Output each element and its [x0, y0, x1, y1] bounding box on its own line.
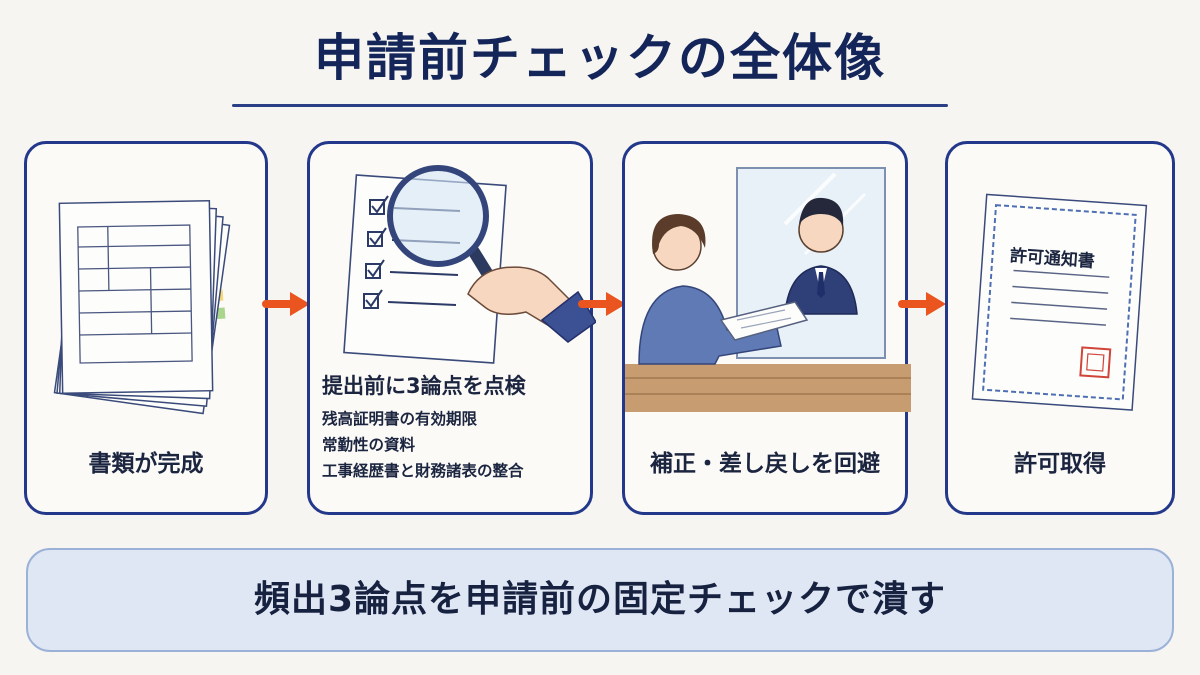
- step2-heading: 提出前に3論点を点検: [322, 370, 526, 400]
- arrow-right-icon: [898, 289, 948, 319]
- permit-certificate-icon: [948, 144, 1178, 424]
- check-item: 常勤性の資料: [322, 432, 524, 458]
- check-item: 工事経歴書と財務諸表の整合: [322, 458, 524, 484]
- step3-caption: 補正・差し戻しを回避: [625, 444, 905, 478]
- check-item: 残高証明書の有効期限: [322, 406, 524, 432]
- page-title: 申請前チェックの全体像: [0, 18, 1200, 90]
- step-card-avoid-correction: 補正・差し戻しを回避: [622, 141, 908, 515]
- step4-caption: 許可取得: [948, 444, 1172, 478]
- arrow-right-icon: [578, 289, 628, 319]
- step-card-documents-complete: 書類が完成: [24, 141, 268, 515]
- step-card-permit-obtained: 許可通知書 許可取得: [945, 141, 1175, 515]
- step-card-precheck: 提出前に3論点を点検 残高証明書の有効期限 常勤性の資料 工事経歴書と財務諸表の…: [307, 141, 593, 515]
- check-items-list: 残高証明書の有効期限 常勤性の資料 工事経歴書と財務諸表の整合: [322, 406, 524, 484]
- summary-banner: 頻出3論点を申請前の固定チェックで潰す: [26, 548, 1174, 652]
- arrow-right-icon: [262, 289, 312, 319]
- step1-caption: 書類が完成: [27, 444, 265, 478]
- title-underline: [232, 104, 948, 107]
